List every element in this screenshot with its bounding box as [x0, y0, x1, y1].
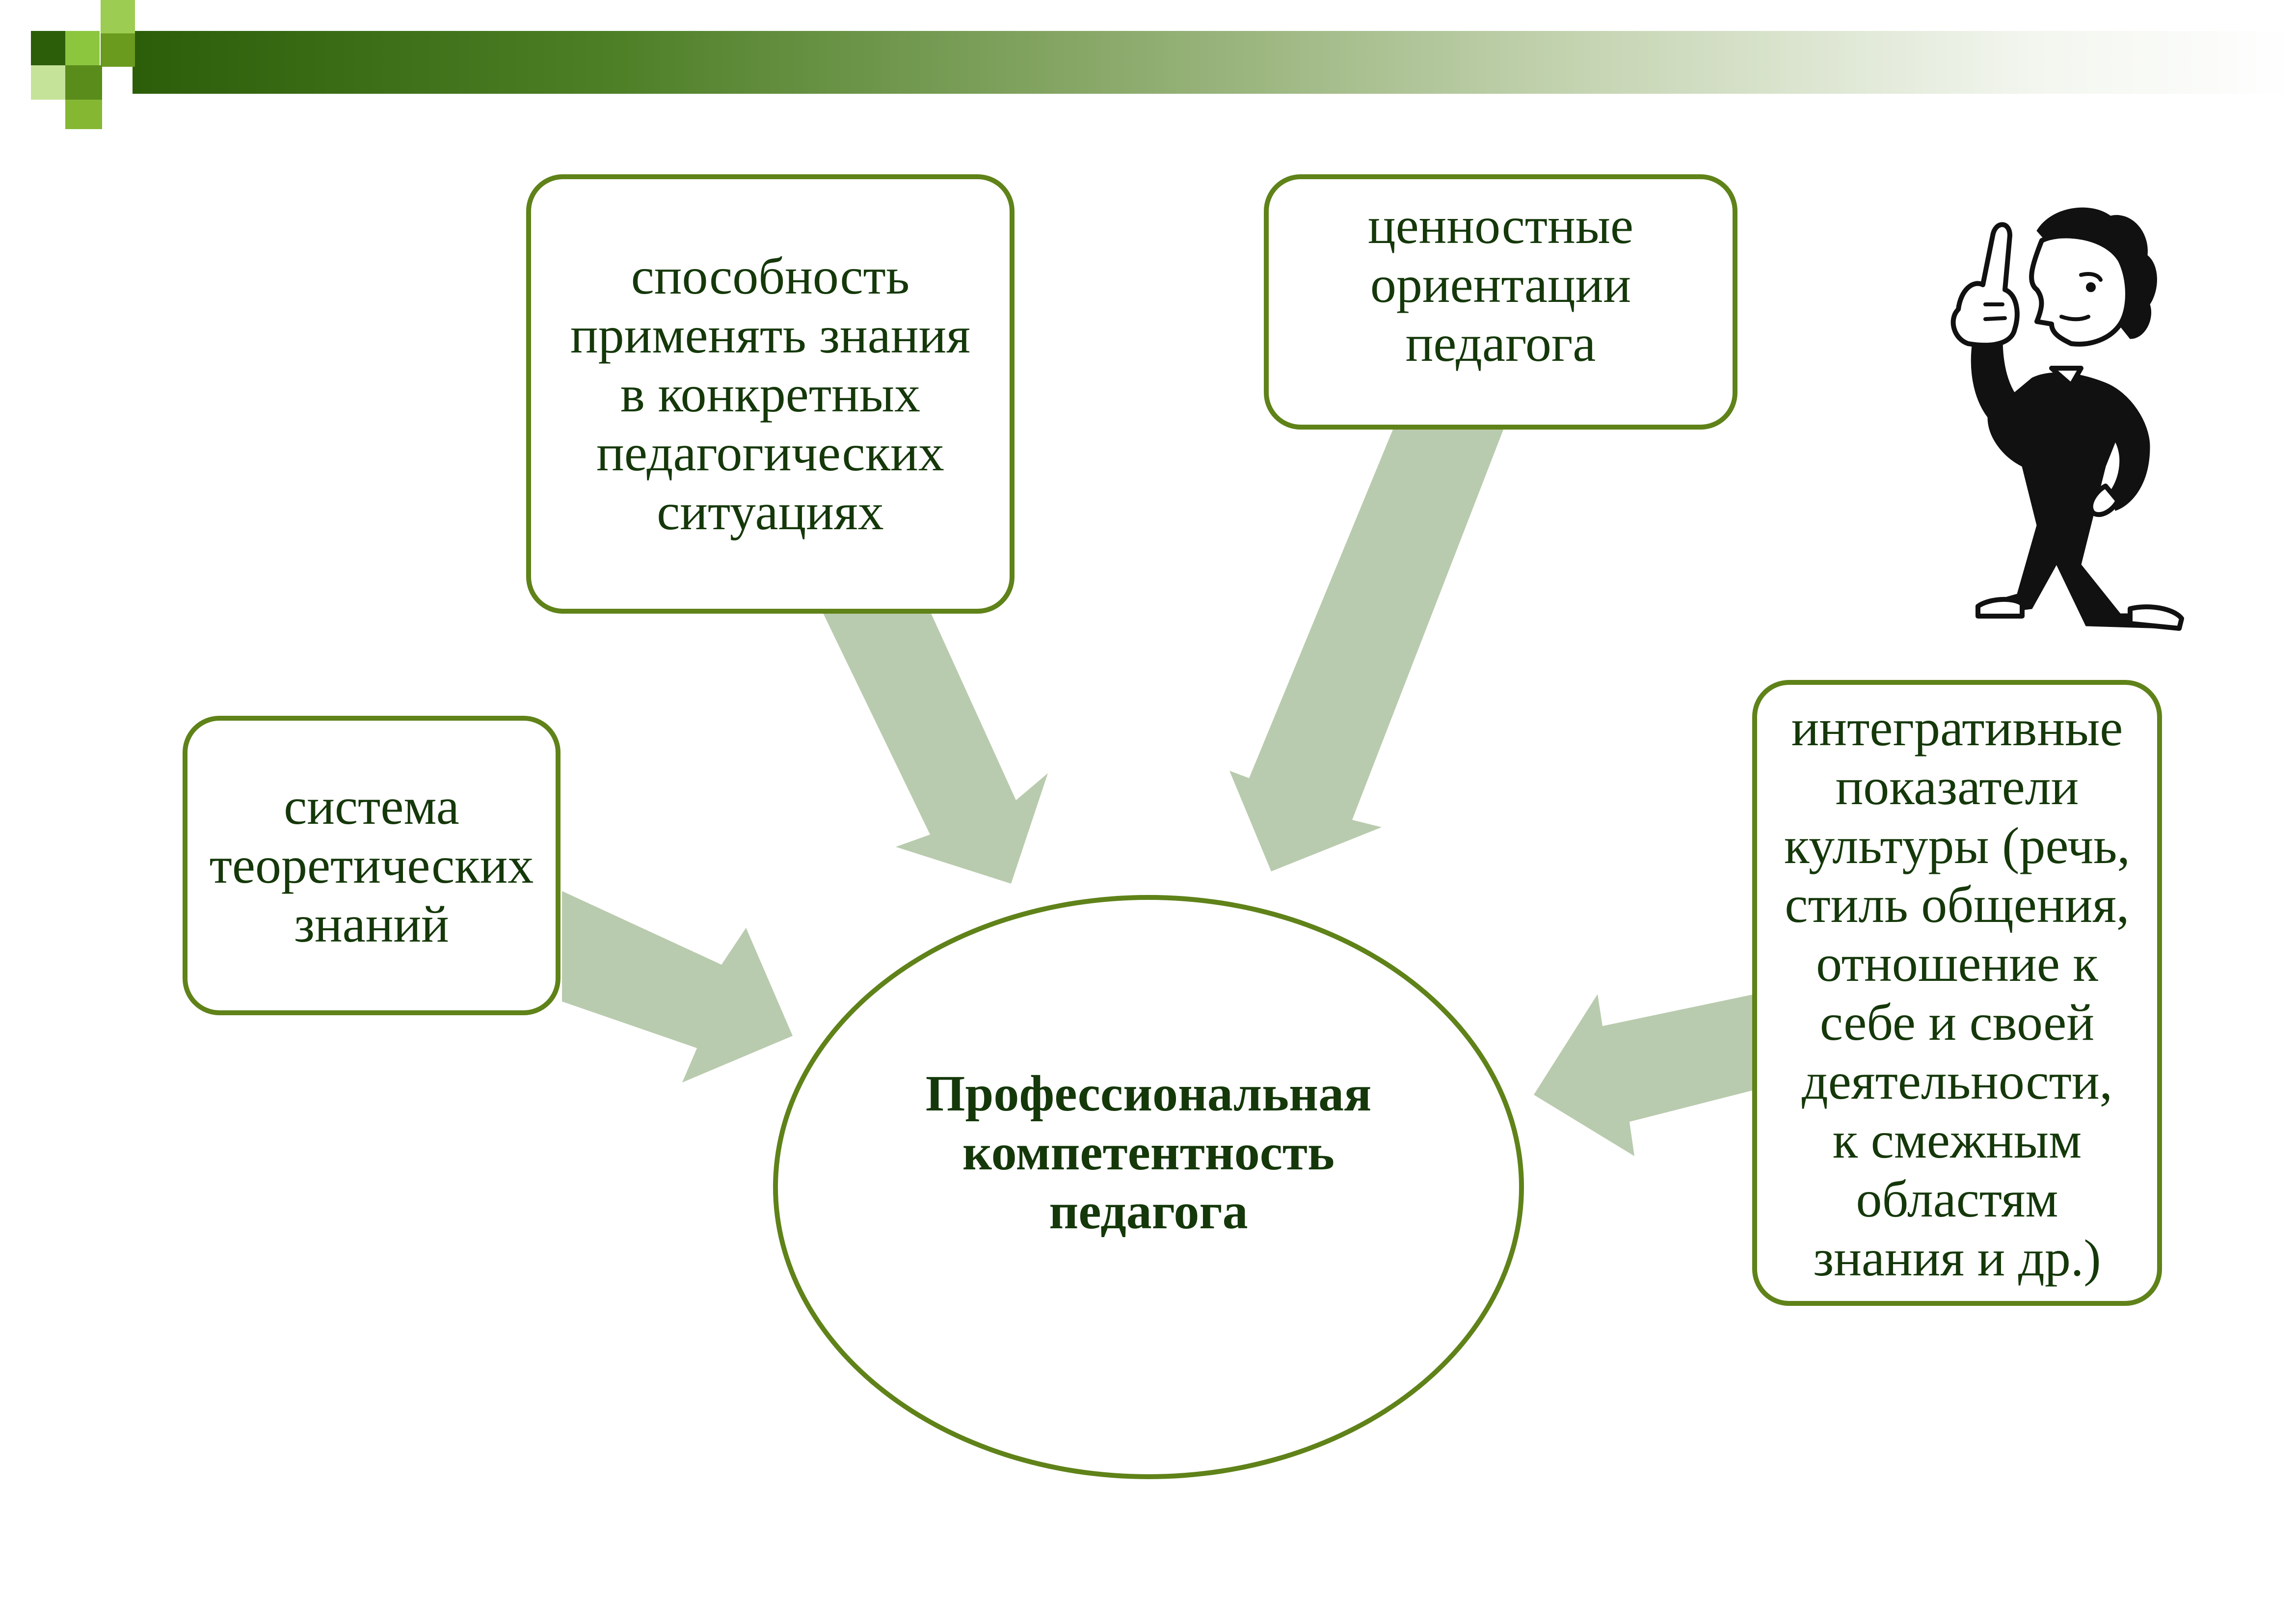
node-knowledge-application: способность применять знания в конкретны… — [526, 174, 1015, 614]
node-value-orientations: ценностные ориентации педагога — [1264, 174, 1737, 430]
thinking-man-pointing-icon — [1950, 207, 2184, 631]
header-square-light — [101, 33, 135, 67]
arrow-theory-to-center — [562, 891, 793, 1082]
header-square-dark — [31, 31, 65, 65]
arrow-application-to-center — [822, 611, 1048, 884]
node-theoretical-knowledge-text: система теоретических знаний — [209, 778, 534, 953]
arrow-culture-to-center — [1534, 994, 1755, 1156]
header-square-mid — [101, 0, 135, 33]
header-gradient-bar — [133, 31, 2296, 94]
center-node-professional-competence: Профессиональная компетентность педагога — [773, 895, 1524, 1479]
header-square-light — [65, 31, 100, 65]
node-integrative-culture: интегративные показатели культуры (речь,… — [1752, 680, 2162, 1306]
node-value-orientations-text: ценностные ориентации педагога — [1367, 197, 1634, 372]
header-square-mid — [65, 65, 102, 100]
arrow-values-to-center — [1229, 427, 1504, 871]
node-integrative-culture-text: интегративные показатели культуры (речь,… — [1784, 699, 2131, 1287]
node-theoretical-knowledge: система теоретических знаний — [183, 716, 561, 1015]
node-knowledge-application-text: способность применять знания в конкретны… — [570, 247, 971, 541]
center-node-text: Профессиональная компетентность педагога — [925, 1065, 1372, 1240]
header-square-pale — [31, 65, 65, 100]
header-square-light — [65, 100, 102, 129]
